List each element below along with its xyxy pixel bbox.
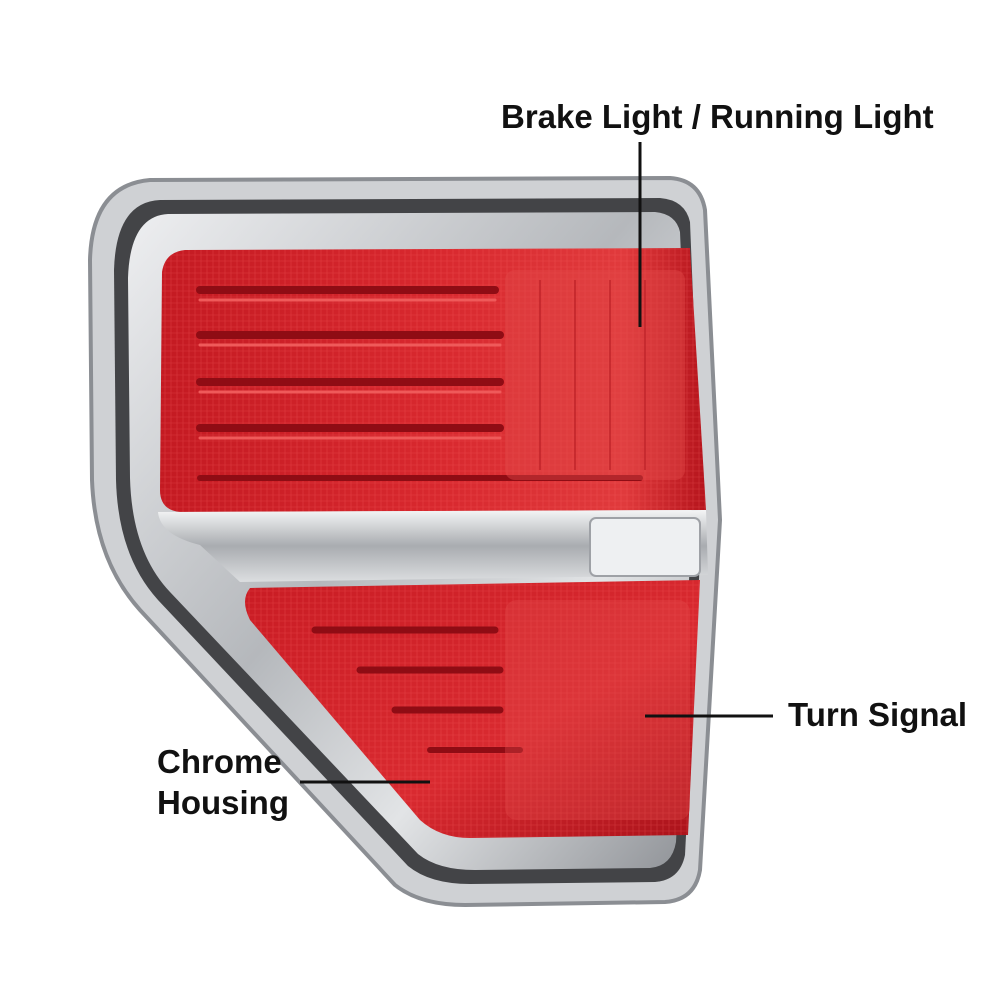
turn-signal-callout: Turn Signal [788,696,968,733]
turn-lens-ribs [311,626,523,753]
chrome-housing-callout: Chrome Housing [157,741,307,823]
brake-light-callout: Brake Light / Running Light [501,98,934,135]
chrome-divider [158,510,708,582]
chrome-callout-line2: Housing [157,784,289,821]
brake-lens-ribs [196,286,643,481]
chrome-callout-line1: Chrome [157,743,282,780]
